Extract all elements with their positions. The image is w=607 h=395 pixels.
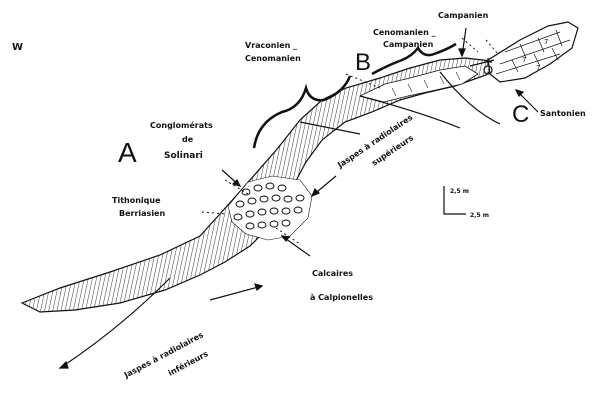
campanien-label: Campanien (438, 11, 489, 20)
section-a-label: A (118, 137, 137, 168)
svg-text:7: 7 (544, 38, 548, 46)
vraconien-cenomanien-label-2: Cenomanien (245, 54, 301, 63)
tithonique-label-2: Berriasien (119, 209, 165, 218)
conglomerats-label-3: Solinari (164, 151, 203, 161)
conglomerats-label-2: de (182, 135, 194, 144)
santonien-block: 7 7 7 (488, 22, 578, 82)
scale-horizontal-label: 2,5 m (470, 212, 489, 219)
cenomanien-campanien-label-1: Cenomanien _ (373, 28, 436, 37)
svg-text:7: 7 (536, 64, 540, 72)
conglomerats-label-1: Conglomérats (150, 120, 213, 130)
section-c-label: C (512, 101, 529, 128)
scale-vertical-label: 2,5 m (450, 188, 469, 195)
svg-text:7: 7 (522, 56, 526, 64)
west-label: W (12, 42, 23, 53)
section-b-label: B (355, 49, 371, 76)
santonien-label: Santonien (540, 109, 586, 118)
calcaires-label-1: Calcaires (312, 269, 353, 278)
cenomanien-campanien-label-2: Campanien (383, 40, 434, 49)
tithonique-label-1: Tithonique (112, 196, 161, 205)
calcaires-label-2: à Calpionelles (310, 293, 373, 302)
vraconien-cenomanien-label-1: Vraconien _ (245, 41, 297, 50)
